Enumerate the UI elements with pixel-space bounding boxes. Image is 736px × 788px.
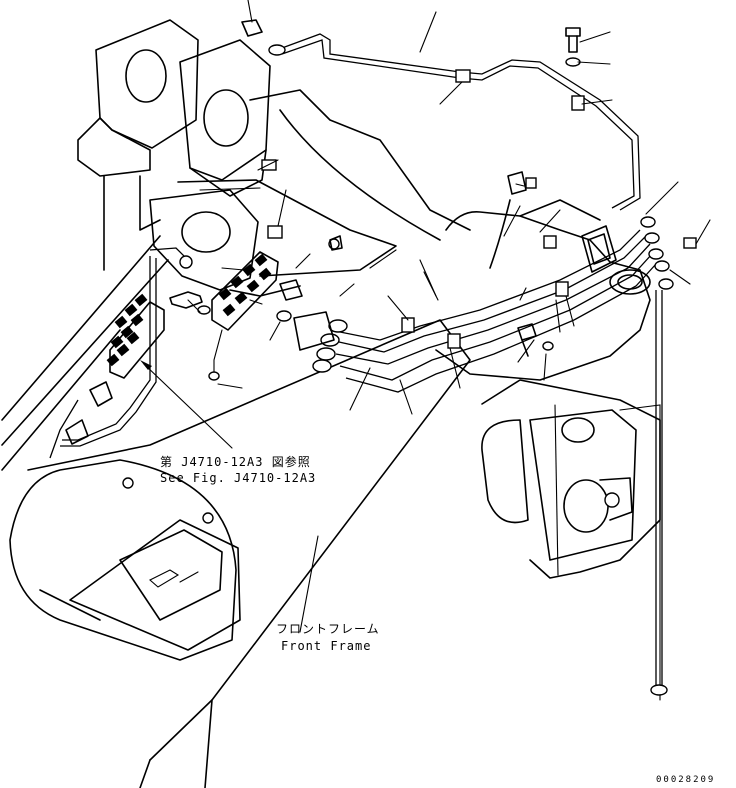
leader-lines bbox=[140, 0, 711, 633]
right-pivot-plate bbox=[435, 199, 661, 701]
reference-note-english: See Fig. J4710-12A3 bbox=[160, 471, 316, 485]
front-frame-label-english: Front Frame bbox=[281, 639, 371, 653]
front-frame-outline bbox=[1, 235, 471, 788]
front-frame-label-japanese: フロントフレーム bbox=[276, 622, 380, 636]
drawing-id: 00028209 bbox=[656, 775, 715, 785]
reference-note-japanese: 第 J4710-12A3 図参照 bbox=[160, 454, 311, 469]
distribution-block-center bbox=[211, 251, 279, 331]
hydraulic-piping bbox=[49, 33, 657, 459]
distribution-block-left bbox=[106, 293, 165, 379]
center-mount bbox=[149, 189, 301, 297]
fittings-and-clamps bbox=[65, 19, 697, 696]
